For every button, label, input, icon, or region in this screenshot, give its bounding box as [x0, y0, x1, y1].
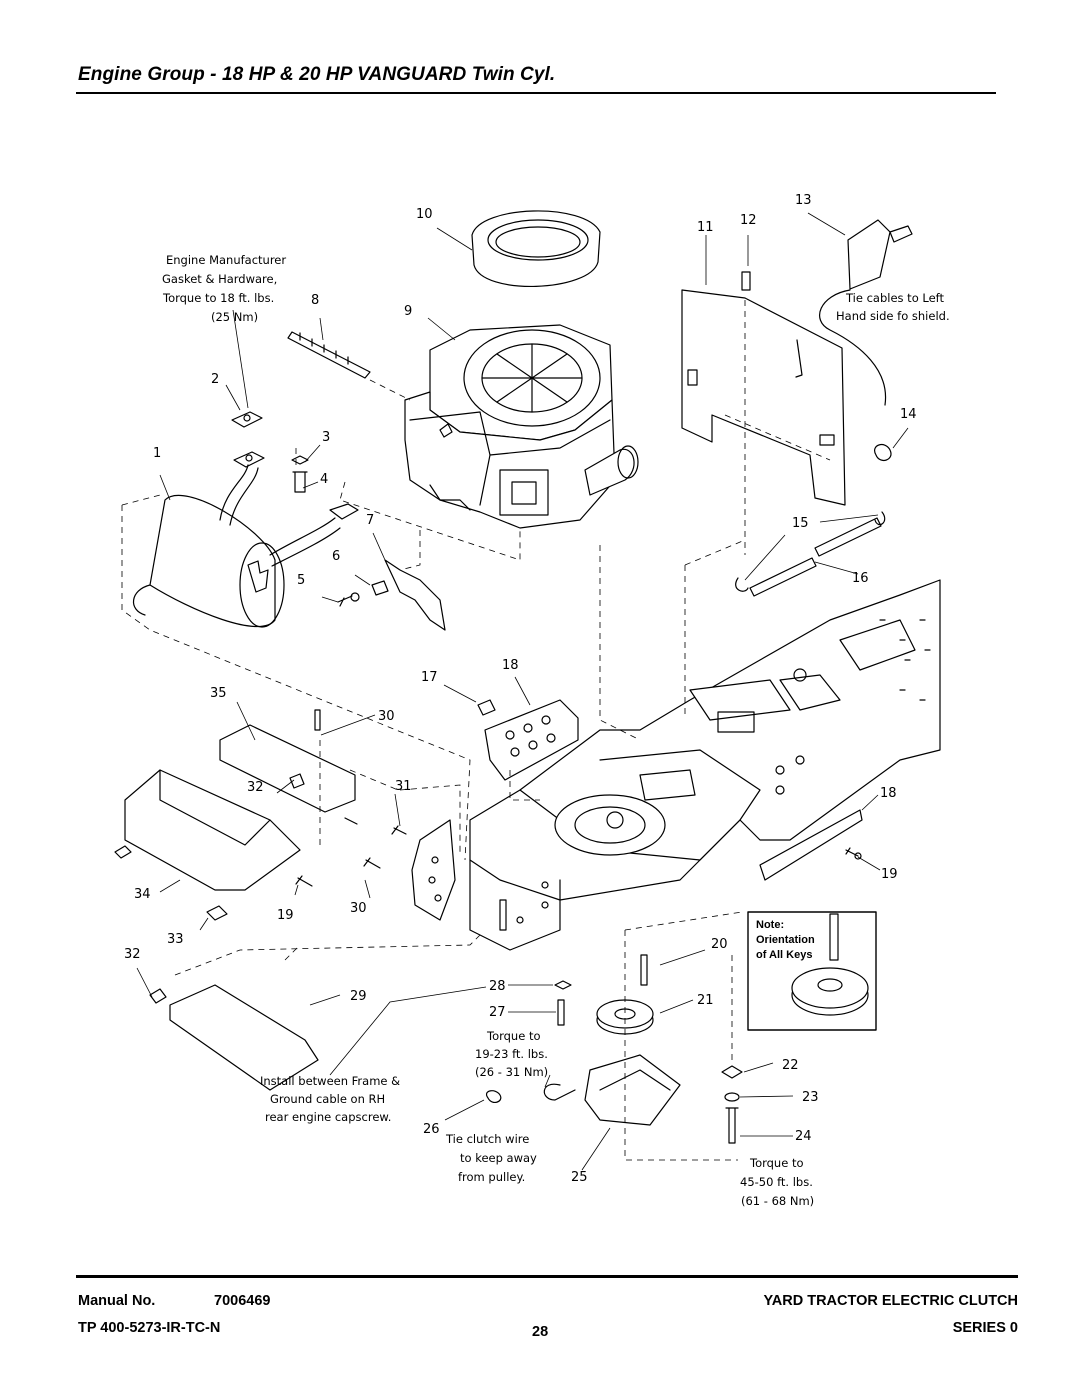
note-line: (26 - 31 Nm) [475, 1065, 548, 1079]
callout-31: 31 [395, 779, 412, 794]
series-label: SERIES 0 [952, 1320, 1018, 1336]
note-tie-clutch: Tie clutch wire to keep away from pulley… [445, 1132, 537, 1184]
manual-label: Manual No. [78, 1293, 156, 1309]
air-cleaner-cover [471, 210, 601, 287]
callout-32b: 32 [124, 947, 141, 962]
cable-clip [874, 443, 892, 462]
heat-shield [681, 271, 846, 506]
callout-33: 33 [167, 932, 184, 947]
assembly-lines [121, 300, 831, 1161]
page-title: Engine Group - 18 HP & 20 HP VANGUARD Tw… [78, 64, 556, 85]
callout-9: 9 [404, 304, 412, 319]
note-line: (61 - 68 Nm) [741, 1194, 814, 1208]
leader-lines [136, 212, 909, 1171]
orientation-note-box [747, 911, 877, 1031]
callout-2: 2 [211, 372, 219, 387]
callout-14: 14 [900, 407, 917, 422]
note-orientation: Note: Orientation of All Keys [756, 919, 815, 961]
callout-18a: 18 [502, 658, 519, 673]
muffler [133, 464, 359, 628]
note-line: from pulley. [458, 1170, 525, 1184]
callout-3: 3 [322, 430, 330, 445]
callout-22: 22 [782, 1058, 799, 1073]
engine [404, 324, 639, 529]
callout-35: 35 [210, 686, 227, 701]
callout-12: 12 [740, 213, 757, 228]
footer-divider [76, 1275, 1018, 1278]
manual-number: 7006469 [214, 1293, 271, 1309]
note-torque-27: Torque to 19-23 ft. lbs. (26 - 31 Nm) [475, 1029, 548, 1079]
note-line: Orientation [756, 934, 815, 946]
mounting-bracket-upper [477, 699, 579, 781]
callout-8: 8 [311, 293, 319, 308]
callout-28: 28 [489, 979, 506, 994]
shields-left [114, 709, 358, 921]
note-line: rear engine capscrew. [265, 1110, 391, 1124]
tractor-frame [469, 579, 941, 951]
note-line: Note: [756, 919, 784, 931]
callout-34: 34 [134, 887, 151, 902]
mounting-bracket-right [759, 809, 863, 881]
note-line: Gasket & Hardware, [162, 272, 277, 286]
callout-21: 21 [697, 993, 714, 1008]
gasket [231, 411, 265, 468]
note-line: Tie cables to Left [845, 291, 945, 305]
callout-5: 5 [297, 573, 305, 588]
note-line: 45-50 ft. lbs. [740, 1175, 813, 1189]
frame-bracket [363, 819, 456, 921]
callout-20: 20 [711, 937, 728, 952]
callout-16: 16 [852, 571, 869, 586]
callout-19a: 19 [881, 867, 898, 882]
callout-29: 29 [350, 989, 367, 1004]
callout-4: 4 [320, 472, 328, 487]
note-line: Hand side fo shield. [836, 309, 950, 323]
callout-24: 24 [795, 1129, 812, 1144]
title-divider [76, 92, 996, 94]
note-engine-manufacturer: Engine Manufacturer Gasket & Hardware, T… [162, 253, 286, 324]
note-line: Ground cable on RH [270, 1092, 385, 1106]
note-line: Install between Frame & [260, 1074, 400, 1088]
throttle-control [819, 219, 913, 406]
callout-15: 15 [792, 516, 809, 531]
fasteners-upper [291, 455, 446, 631]
callout-10: 10 [416, 207, 433, 222]
callout-6: 6 [332, 549, 340, 564]
callout-1: 1 [153, 446, 161, 461]
note-tie-cables: Tie cables to Left Hand side fo shield. [836, 291, 950, 323]
note-line: Torque to 18 ft. lbs. [162, 291, 274, 305]
note-torque-24: Torque to 45-50 ft. lbs. (61 - 68 Nm) [740, 1156, 814, 1208]
callout-18b: 18 [880, 786, 897, 801]
callout-26: 26 [423, 1122, 440, 1137]
note-line: 19-23 ft. lbs. [475, 1047, 548, 1061]
callout-30b: 30 [350, 901, 367, 916]
callout-25: 25 [571, 1170, 588, 1185]
page-number: 28 [532, 1324, 549, 1340]
note-line: of All Keys [756, 949, 812, 961]
long-stud [287, 331, 371, 379]
callout-7: 7 [366, 513, 374, 528]
support-rods [735, 511, 886, 597]
product-name: YARD TRACTOR ELECTRIC CLUTCH [763, 1293, 1018, 1309]
note-line: to keep away [460, 1151, 537, 1165]
lower-plate [149, 984, 319, 1091]
callout-32a: 32 [247, 780, 264, 795]
callout-13: 13 [795, 193, 812, 208]
note-line: Engine Manufacturer [166, 253, 286, 267]
note-line: Tie clutch wire [445, 1132, 529, 1146]
note-line: (25 Nm) [211, 310, 258, 324]
callout-27: 27 [489, 1005, 506, 1020]
callout-30a: 30 [378, 709, 395, 724]
note-install-between: Install between Frame & Ground cable on … [260, 1074, 400, 1124]
callout-23: 23 [802, 1090, 819, 1105]
tp-number: TP 400-5273-IR-TC-N [78, 1320, 221, 1336]
note-line: Torque to [486, 1029, 541, 1043]
callout-19b: 19 [277, 908, 294, 923]
callout-11: 11 [697, 220, 714, 235]
callout-17: 17 [421, 670, 438, 685]
note-line: Torque to [749, 1156, 804, 1170]
